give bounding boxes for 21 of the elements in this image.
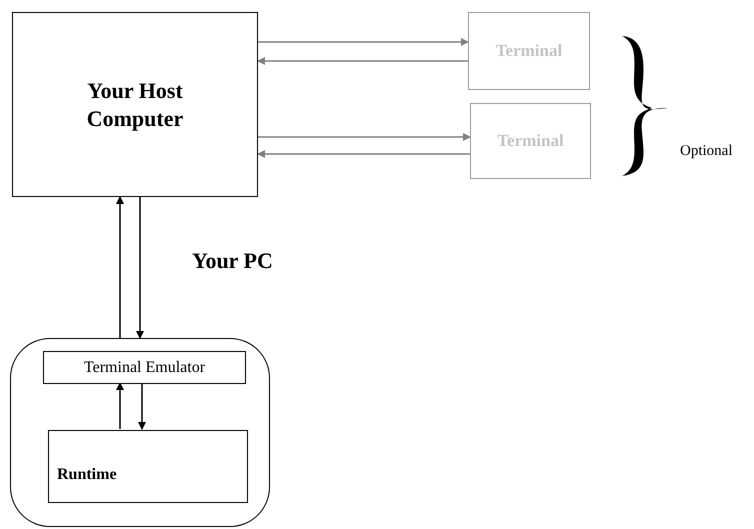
arrow [116, 382, 124, 429]
arrow [257, 150, 470, 158]
node-label: Runtime [57, 464, 117, 484]
bracket-label: Optional [680, 142, 732, 161]
node-label: Terminal [496, 40, 562, 62]
arrow [258, 133, 471, 141]
rounded-container [10, 338, 270, 527]
process-box [43, 351, 246, 384]
section-label: Your PC [192, 247, 273, 275]
node-label: Terminal Emulator [84, 358, 206, 378]
arrow [116, 196, 124, 338]
arrow [257, 57, 468, 65]
arrow [136, 197, 144, 339]
process-box [48, 430, 248, 503]
terminal-box [468, 12, 590, 90]
arrow [258, 38, 469, 46]
terminal-box [470, 103, 591, 179]
node-label: Your Host Computer [86, 77, 184, 132]
node-label: Terminal [497, 130, 564, 152]
process-box [12, 12, 258, 197]
arrow [138, 383, 146, 430]
